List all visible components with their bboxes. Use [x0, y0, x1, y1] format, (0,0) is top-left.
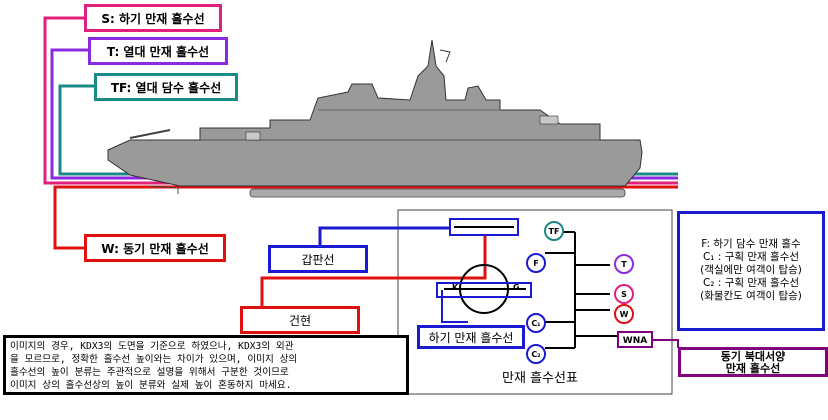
- note-line-2: 을 모르므로, 정확한 흘수선 높이와는 차이가 있으며, 이미지 상의: [10, 354, 298, 365]
- mark-c2: C₂: [526, 344, 546, 364]
- deck-line-label: 갑판선: [268, 245, 368, 273]
- freeboard-label: 건현: [240, 306, 360, 334]
- legend-line-f: F: 하기 담수 만재 흘수: [701, 238, 801, 250]
- svg-text:S: S: [621, 290, 627, 299]
- t-line-label: T: 열대 만재 흘수선: [88, 37, 228, 65]
- freeboard-leader-line: [260, 230, 487, 318]
- note-line-4: 이미지 상의 흘수선상의 높이 분류와 실제 높이 혼동하지 마세요.: [10, 380, 292, 391]
- svg-text:WNA: WNA: [623, 336, 647, 346]
- wna-leader-line: [652, 339, 679, 348]
- legend-line-c1-note: (객실에만 여객이 탑승): [700, 264, 802, 276]
- mark-s: S: [614, 284, 634, 304]
- wna-label: 동기 북대서양 만재 흘수선: [678, 347, 828, 377]
- mark-w: W: [614, 304, 634, 324]
- svg-text:T: T: [621, 260, 627, 269]
- mark-tf: TF: [544, 221, 564, 241]
- w-leader-line: [53, 185, 678, 250]
- tf-line-label: TF: 열대 담수 흘수선: [94, 73, 238, 101]
- destroyer-silhouette: [107, 39, 643, 198]
- legend-line-c1: C₁ : 구획 만재 흘수선: [702, 251, 800, 263]
- legend-line-c2: C₂ : 구획 만재 흘수선: [702, 277, 800, 289]
- mark-t: T: [614, 254, 634, 274]
- svg-text:F: F: [533, 259, 538, 268]
- note-box: 이미지의 경우, KDX3의 도면을 기준으로 하였으나, KDX3의 외관 을…: [3, 335, 409, 395]
- note-line-3: 흘수선의 높이 분류는 주관적으로 설명을 위해서 구분한 것이므로: [10, 367, 289, 378]
- wna-label-line2: 만재 흘수선: [725, 362, 781, 375]
- svg-text:TF: TF: [549, 227, 560, 236]
- wna-label-line1: 동기 북대서양: [720, 350, 786, 363]
- mark-wna: WNA: [617, 331, 653, 348]
- mark-f: F: [526, 253, 546, 273]
- ring-label-g: G: [513, 283, 520, 292]
- note-line-1: 이미지의 경우, KDX3의 도면을 기준으로 하였으나, KDX3의 외관: [10, 341, 294, 352]
- legend-line-c2-note: (화물칸도 여객이 탑승): [700, 290, 802, 302]
- svg-text:W: W: [620, 310, 629, 319]
- summer-line-mark: [436, 282, 532, 298]
- summer-line-leader: [441, 290, 468, 323]
- deck-line-leader: [318, 226, 452, 248]
- mark-c1: C₁: [526, 313, 546, 333]
- summer-line-label: 하기 만재 흘수선: [417, 325, 525, 349]
- svg-text:C₁: C₁: [531, 319, 541, 328]
- plimsoll-panel: [397, 209, 673, 395]
- s-line-label: S: 하기 만재 흘수선: [84, 4, 222, 32]
- legend-box: F: 하기 담수 만재 흘수 C₁ : 구획 만재 흘수선 (객실에만 여객이 …: [677, 211, 825, 331]
- w-line-label: W: 동기 만재 흘수선: [84, 234, 226, 262]
- svg-text:C₂: C₂: [531, 350, 541, 359]
- plimsoll-caption: 만재 흘수선표: [502, 371, 578, 386]
- ring-label-k: K: [452, 283, 459, 292]
